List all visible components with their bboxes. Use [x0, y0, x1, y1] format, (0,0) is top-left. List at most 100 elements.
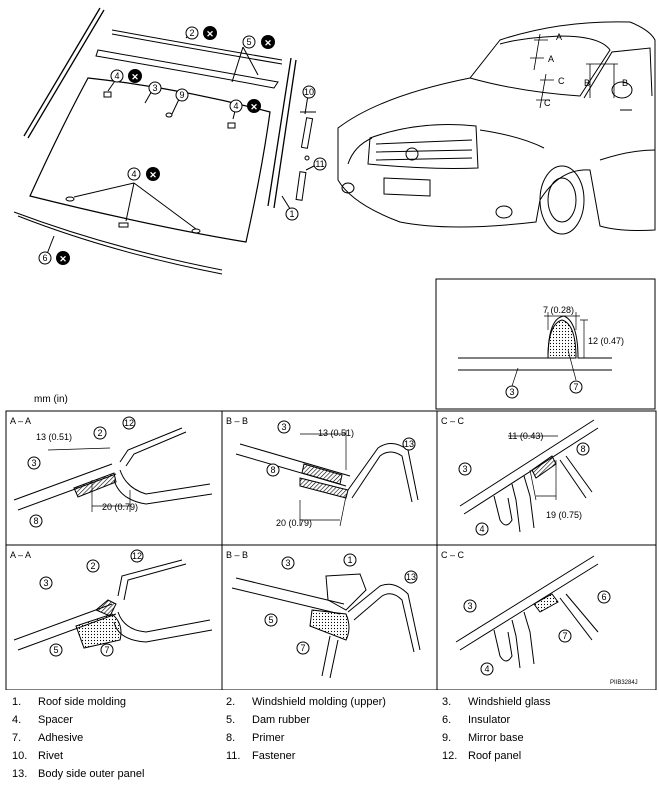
callout-10: 10 — [302, 85, 316, 99]
callout-1: 1 — [285, 207, 299, 221]
svg-text:2: 2 — [90, 561, 95, 571]
svg-text:7: 7 — [573, 382, 578, 392]
callout-9: 9 — [175, 88, 189, 102]
svg-text:19 (0.75): 19 (0.75) — [546, 510, 582, 520]
svg-text:C – C: C – C — [441, 550, 465, 560]
svg-text:3: 3 — [152, 83, 157, 93]
svg-text:3: 3 — [462, 464, 467, 474]
svg-text:8: 8 — [580, 444, 585, 454]
legend: 1.Roof side molding 2.Windshield molding… — [12, 694, 652, 784]
section-bb-top: B – B 13 (0.51) 20 (0.79) 3 13 8 — [226, 416, 419, 528]
svg-text:B – B: B – B — [226, 416, 248, 426]
svg-text:13 (0.51): 13 (0.51) — [318, 428, 354, 438]
svg-text:3: 3 — [43, 578, 48, 588]
svg-text:3: 3 — [509, 387, 514, 397]
svg-text:7 (0.28): 7 (0.28) — [543, 305, 574, 315]
svg-text:3: 3 — [31, 458, 36, 468]
svg-text:11: 11 — [315, 159, 324, 169]
svg-text:A – A: A – A — [10, 416, 31, 426]
callout-2: 2 ✕ — [185, 26, 217, 40]
callout-5: 5 ✕ — [242, 35, 275, 49]
svg-text:6: 6 — [601, 592, 606, 602]
svg-text:20 (0.79): 20 (0.79) — [102, 502, 138, 512]
adhesive-detail-panel: 7 (0.28) 12 (0.47) 3 7 — [435, 278, 656, 410]
svg-text:✕: ✕ — [59, 254, 67, 264]
section-aa-top: A – A 13 (0.51) 20 (0.79) 2 12 3 8 — [10, 416, 213, 528]
svg-text:12: 12 — [124, 418, 134, 428]
svg-text:13: 13 — [404, 439, 414, 449]
callout-4-a: 4 ✕ — [110, 69, 142, 83]
units-label: mm (in) — [34, 394, 68, 405]
car-illustration — [337, 21, 656, 235]
legend-item: 6.Insulator — [442, 714, 511, 726]
section-aa-bottom: A – A 2 12 3 5 7 — [10, 549, 213, 657]
svg-text:3: 3 — [467, 601, 472, 611]
svg-text:4: 4 — [114, 71, 119, 81]
legend-item: 10.Rivet — [12, 750, 64, 762]
legend-item: 3.Windshield glass — [442, 696, 551, 708]
section-cut-labels: A A C C B B — [544, 32, 628, 108]
section-bb-bottom: B – B 1 3 13 5 7 — [226, 550, 421, 679]
svg-text:11 (0.43): 11 (0.43) — [508, 431, 543, 441]
windshield-installation-diagram: 2 ✕ 5 ✕ 4 ✕ 3 9 4 ✕ 4 ✕ 6 ✕ — [5, 7, 657, 690]
svg-text:1: 1 — [289, 209, 294, 219]
svg-text:2: 2 — [97, 428, 102, 438]
legend-item: 2.Windshield molding (upper) — [226, 696, 386, 708]
svg-text:C – C: C – C — [441, 416, 465, 426]
svg-text:13: 13 — [406, 572, 416, 582]
svg-text:A: A — [548, 54, 554, 64]
legend-item: 7.Adhesive — [12, 732, 84, 744]
svg-text:7: 7 — [562, 631, 567, 641]
callout-3: 3 — [148, 81, 162, 95]
svg-text:✕: ✕ — [250, 102, 258, 112]
callout-4-c: 4 ✕ — [127, 167, 160, 181]
svg-text:✕: ✕ — [131, 72, 139, 82]
legend-item: 8.Primer — [226, 732, 285, 744]
svg-text:12: 12 — [132, 551, 142, 561]
svg-text:5: 5 — [53, 645, 58, 655]
section-grid — [5, 410, 657, 690]
svg-text:B – B: B – B — [226, 550, 248, 560]
svg-text:5: 5 — [246, 37, 251, 47]
svg-text:C: C — [544, 98, 551, 108]
legend-item: 5.Dam rubber — [226, 714, 311, 726]
svg-text:4: 4 — [484, 664, 489, 674]
svg-text:20 (0.79): 20 (0.79) — [276, 518, 312, 528]
svg-text:✕: ✕ — [206, 29, 214, 39]
svg-text:B: B — [622, 78, 628, 88]
svg-text:3: 3 — [285, 558, 290, 568]
svg-text:A: A — [556, 32, 562, 42]
svg-text:4: 4 — [131, 169, 136, 179]
exploded-view — [13, 7, 319, 275]
figure-code: PIIB3284J — [610, 680, 638, 686]
section-cc-bottom: C – C 3 6 7 4 PIIB3284J — [441, 550, 638, 686]
legend-item: 12.Roof panel — [442, 750, 522, 762]
legend-item: 1.Roof side molding — [12, 696, 127, 708]
svg-text:✕: ✕ — [149, 170, 157, 180]
legend-item: 9.Mirror base — [442, 732, 524, 744]
callout-11: 11 — [313, 157, 327, 171]
svg-text:C: C — [558, 76, 565, 86]
callout-4-b: 4 ✕ — [229, 99, 261, 113]
svg-text:B: B — [584, 78, 590, 88]
svg-text:7: 7 — [104, 645, 109, 655]
svg-text:7: 7 — [300, 643, 305, 653]
svg-text:8: 8 — [33, 516, 38, 526]
svg-text:A – A: A – A — [10, 550, 31, 560]
svg-text:10: 10 — [304, 87, 314, 97]
svg-text:6: 6 — [42, 253, 47, 263]
svg-text:✕: ✕ — [264, 38, 272, 48]
section-cc-top: C – C 11 (0.43) 19 (0.75) 3 8 4 — [441, 416, 599, 536]
legend-item: 13.Body side outer panel — [12, 768, 145, 780]
legend-item: 4.Spacer — [12, 714, 73, 726]
svg-text:4: 4 — [479, 524, 484, 534]
svg-text:12 (0.47): 12 (0.47) — [588, 336, 624, 346]
svg-text:4: 4 — [233, 101, 238, 111]
callout-6: 6 ✕ — [38, 251, 70, 265]
svg-text:3: 3 — [281, 422, 286, 432]
legend-item: 11.Fastener — [226, 750, 296, 762]
svg-text:5: 5 — [268, 615, 273, 625]
svg-text:1: 1 — [347, 555, 352, 565]
svg-text:8: 8 — [270, 465, 275, 475]
svg-text:2: 2 — [189, 28, 194, 38]
